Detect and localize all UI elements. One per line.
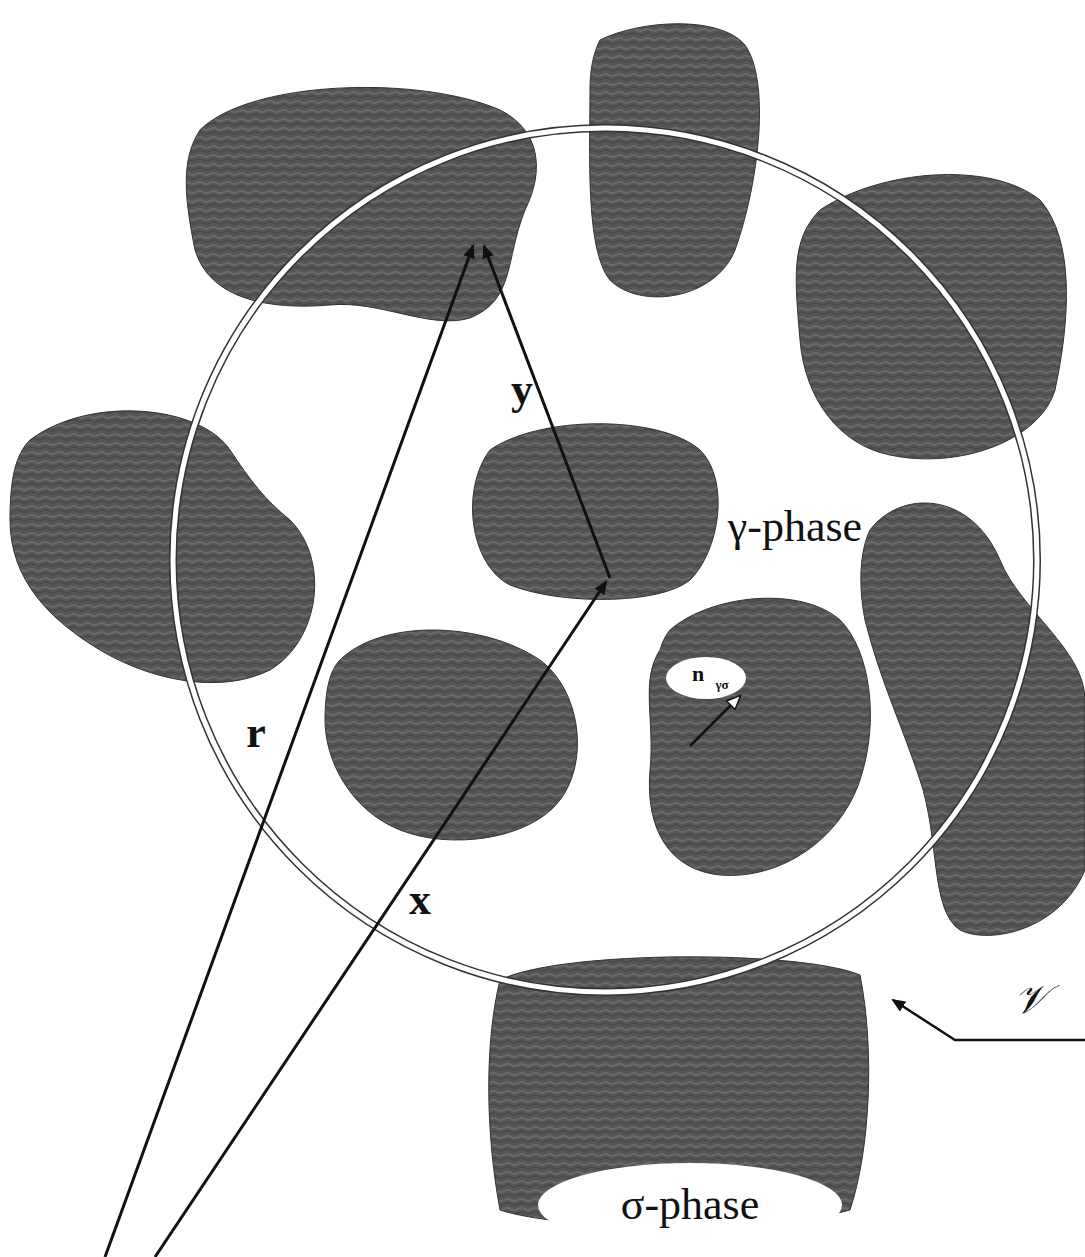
volume-leader bbox=[893, 1000, 1085, 1040]
vector-label: n bbox=[692, 663, 704, 685]
vector-subscript: γσ bbox=[715, 678, 728, 691]
phase-label: γ-phase bbox=[728, 505, 862, 549]
phase-label: σ-phase bbox=[621, 1183, 760, 1227]
averaging-volume-circle bbox=[173, 128, 1037, 992]
normal-label-patch bbox=[666, 657, 746, 699]
position-vectors bbox=[105, 246, 610, 1257]
volume-symbol: 𝒱 bbox=[1014, 980, 1047, 1020]
vector-label: y bbox=[511, 368, 533, 412]
vector-label: x bbox=[409, 878, 431, 922]
sigma-particles bbox=[10, 24, 1085, 1227]
sigma-label-patch bbox=[538, 1163, 842, 1247]
normal-vector-arrow bbox=[690, 696, 740, 746]
vector-label: r bbox=[246, 711, 266, 755]
